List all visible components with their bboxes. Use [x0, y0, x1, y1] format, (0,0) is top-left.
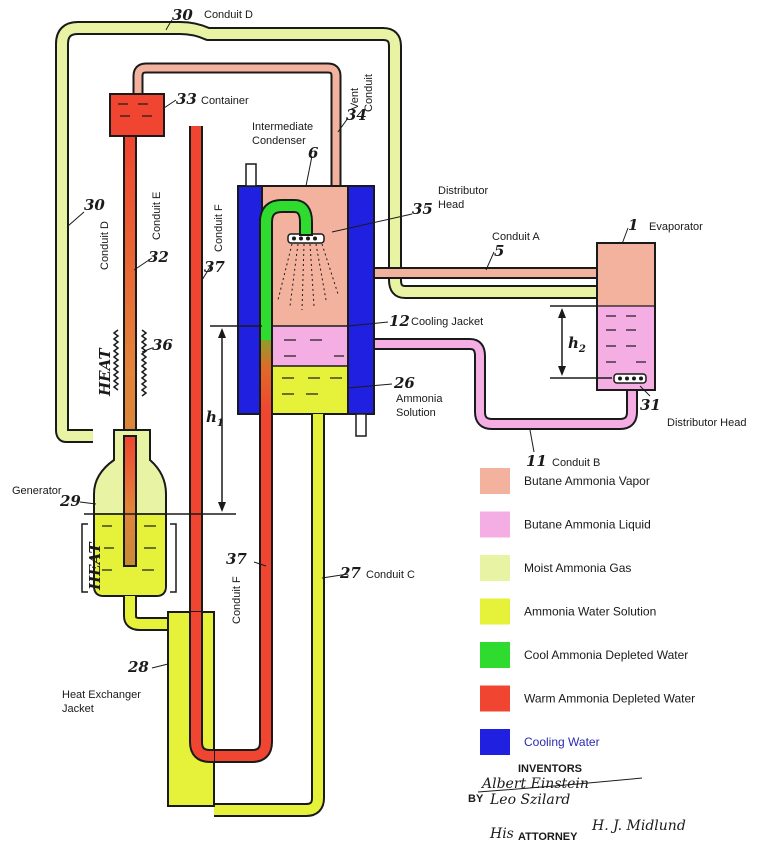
- attorney-signature: H. J. Midlund: [591, 818, 686, 834]
- spray-pattern: [277, 243, 339, 311]
- distributor-head-right: [613, 373, 647, 384]
- container: [109, 93, 165, 137]
- label-head: Head: [438, 199, 464, 211]
- ref-number: 32: [148, 248, 169, 266]
- label-vent-conduit: Conduit: [363, 74, 375, 112]
- ref-number: 12: [389, 312, 410, 330]
- h1-marker: [84, 325, 262, 515]
- ref-number: 36: [152, 336, 173, 354]
- label-conduit-f-lower: Conduit F: [231, 576, 243, 624]
- legend-swatch: [480, 555, 510, 581]
- label-heat-lower: HEAT: [86, 541, 104, 591]
- by-label: BY: [468, 793, 484, 805]
- label-distributor-head-right: Distributor Head: [667, 417, 746, 429]
- ref-number: 26: [393, 374, 415, 392]
- heater-coil-left: [112, 329, 120, 391]
- ref-number: 37: [204, 258, 225, 276]
- label-condenser: Condenser: [252, 135, 306, 147]
- ref-number: 28: [127, 658, 149, 676]
- legend-label: Ammonia Water Solution: [524, 605, 656, 619]
- label-vent: Vent: [349, 88, 361, 110]
- label-cooling-jacket: Cooling Jacket: [411, 316, 483, 328]
- signature-block: INVENTORS Albert Einstein BY Leo Szilard…: [468, 763, 686, 843]
- label-solution: Solution: [396, 407, 436, 419]
- legend-label: Moist Ammonia Gas: [524, 561, 631, 575]
- ref-number: 34: [346, 106, 367, 124]
- ref-number: 30: [84, 196, 105, 214]
- inventor-signature-2: Leo Szilard: [489, 792, 570, 808]
- label-evaporator: Evaporator: [649, 221, 703, 233]
- label-intermediate: Intermediate: [252, 121, 313, 133]
- label-generator: Generator: [12, 485, 62, 497]
- ref-number: 1: [628, 216, 638, 234]
- label-conduit-d-side: Conduit D: [99, 221, 111, 270]
- legend-label: Butane Ammonia Vapor: [524, 474, 650, 488]
- ref-number: 33: [176, 90, 197, 108]
- his-label: His: [489, 826, 514, 842]
- legend-label: Cooling Water: [524, 735, 600, 749]
- legend-label: Warm Ammonia Depleted Water: [524, 692, 695, 706]
- label-container: Container: [201, 95, 249, 107]
- label-conduit-a: Conduit A: [492, 231, 540, 243]
- legend-swatch: [480, 598, 510, 625]
- label-conduit-f-upper: Conduit F: [213, 204, 225, 252]
- label-ammonia: Ammonia: [396, 393, 443, 405]
- h2-label: h2: [568, 334, 586, 355]
- ref-number: 37: [226, 550, 247, 568]
- legend-swatch: [480, 642, 510, 668]
- inventors-label: INVENTORS: [518, 763, 582, 775]
- legend-label: Butane Ammonia Liquid: [524, 518, 651, 532]
- ref-number: 30: [172, 6, 193, 24]
- label-conduit-e: Conduit E: [151, 192, 163, 240]
- inventor-signature-1: Albert Einstein: [480, 776, 589, 792]
- label-conduit-c: Conduit C: [366, 569, 415, 581]
- label-conduit-b: Conduit B: [552, 457, 600, 469]
- ref-number: 29: [59, 492, 81, 510]
- legend-swatch: [480, 468, 510, 494]
- ref-number: 6: [308, 144, 319, 162]
- label-conduit-d-top: Conduit D: [204, 9, 253, 21]
- heater-coil: [140, 329, 148, 397]
- label-distributor: Distributor: [438, 185, 488, 197]
- ref-number: 11: [526, 452, 547, 470]
- attorney-label: ATTORNEY: [518, 831, 578, 843]
- label-heat-exchanger: Heat Exchanger: [62, 689, 141, 701]
- h2-marker: [550, 305, 612, 379]
- ref-number: 5: [494, 242, 504, 260]
- legend-swatch: [480, 511, 510, 538]
- h1-label: h1: [206, 408, 224, 429]
- heat-bracket: [81, 523, 88, 593]
- ref-number: 31: [640, 396, 661, 414]
- ref-number: 35: [412, 200, 433, 218]
- legend-label: Cool Ammonia Depleted Water: [524, 648, 688, 662]
- label-jacket: Jacket: [62, 703, 94, 715]
- legend-swatch: [480, 685, 510, 712]
- legend-swatch: [480, 729, 510, 755]
- ref-number: 27: [339, 564, 361, 582]
- label-heat-upper: HEAT: [96, 347, 114, 397]
